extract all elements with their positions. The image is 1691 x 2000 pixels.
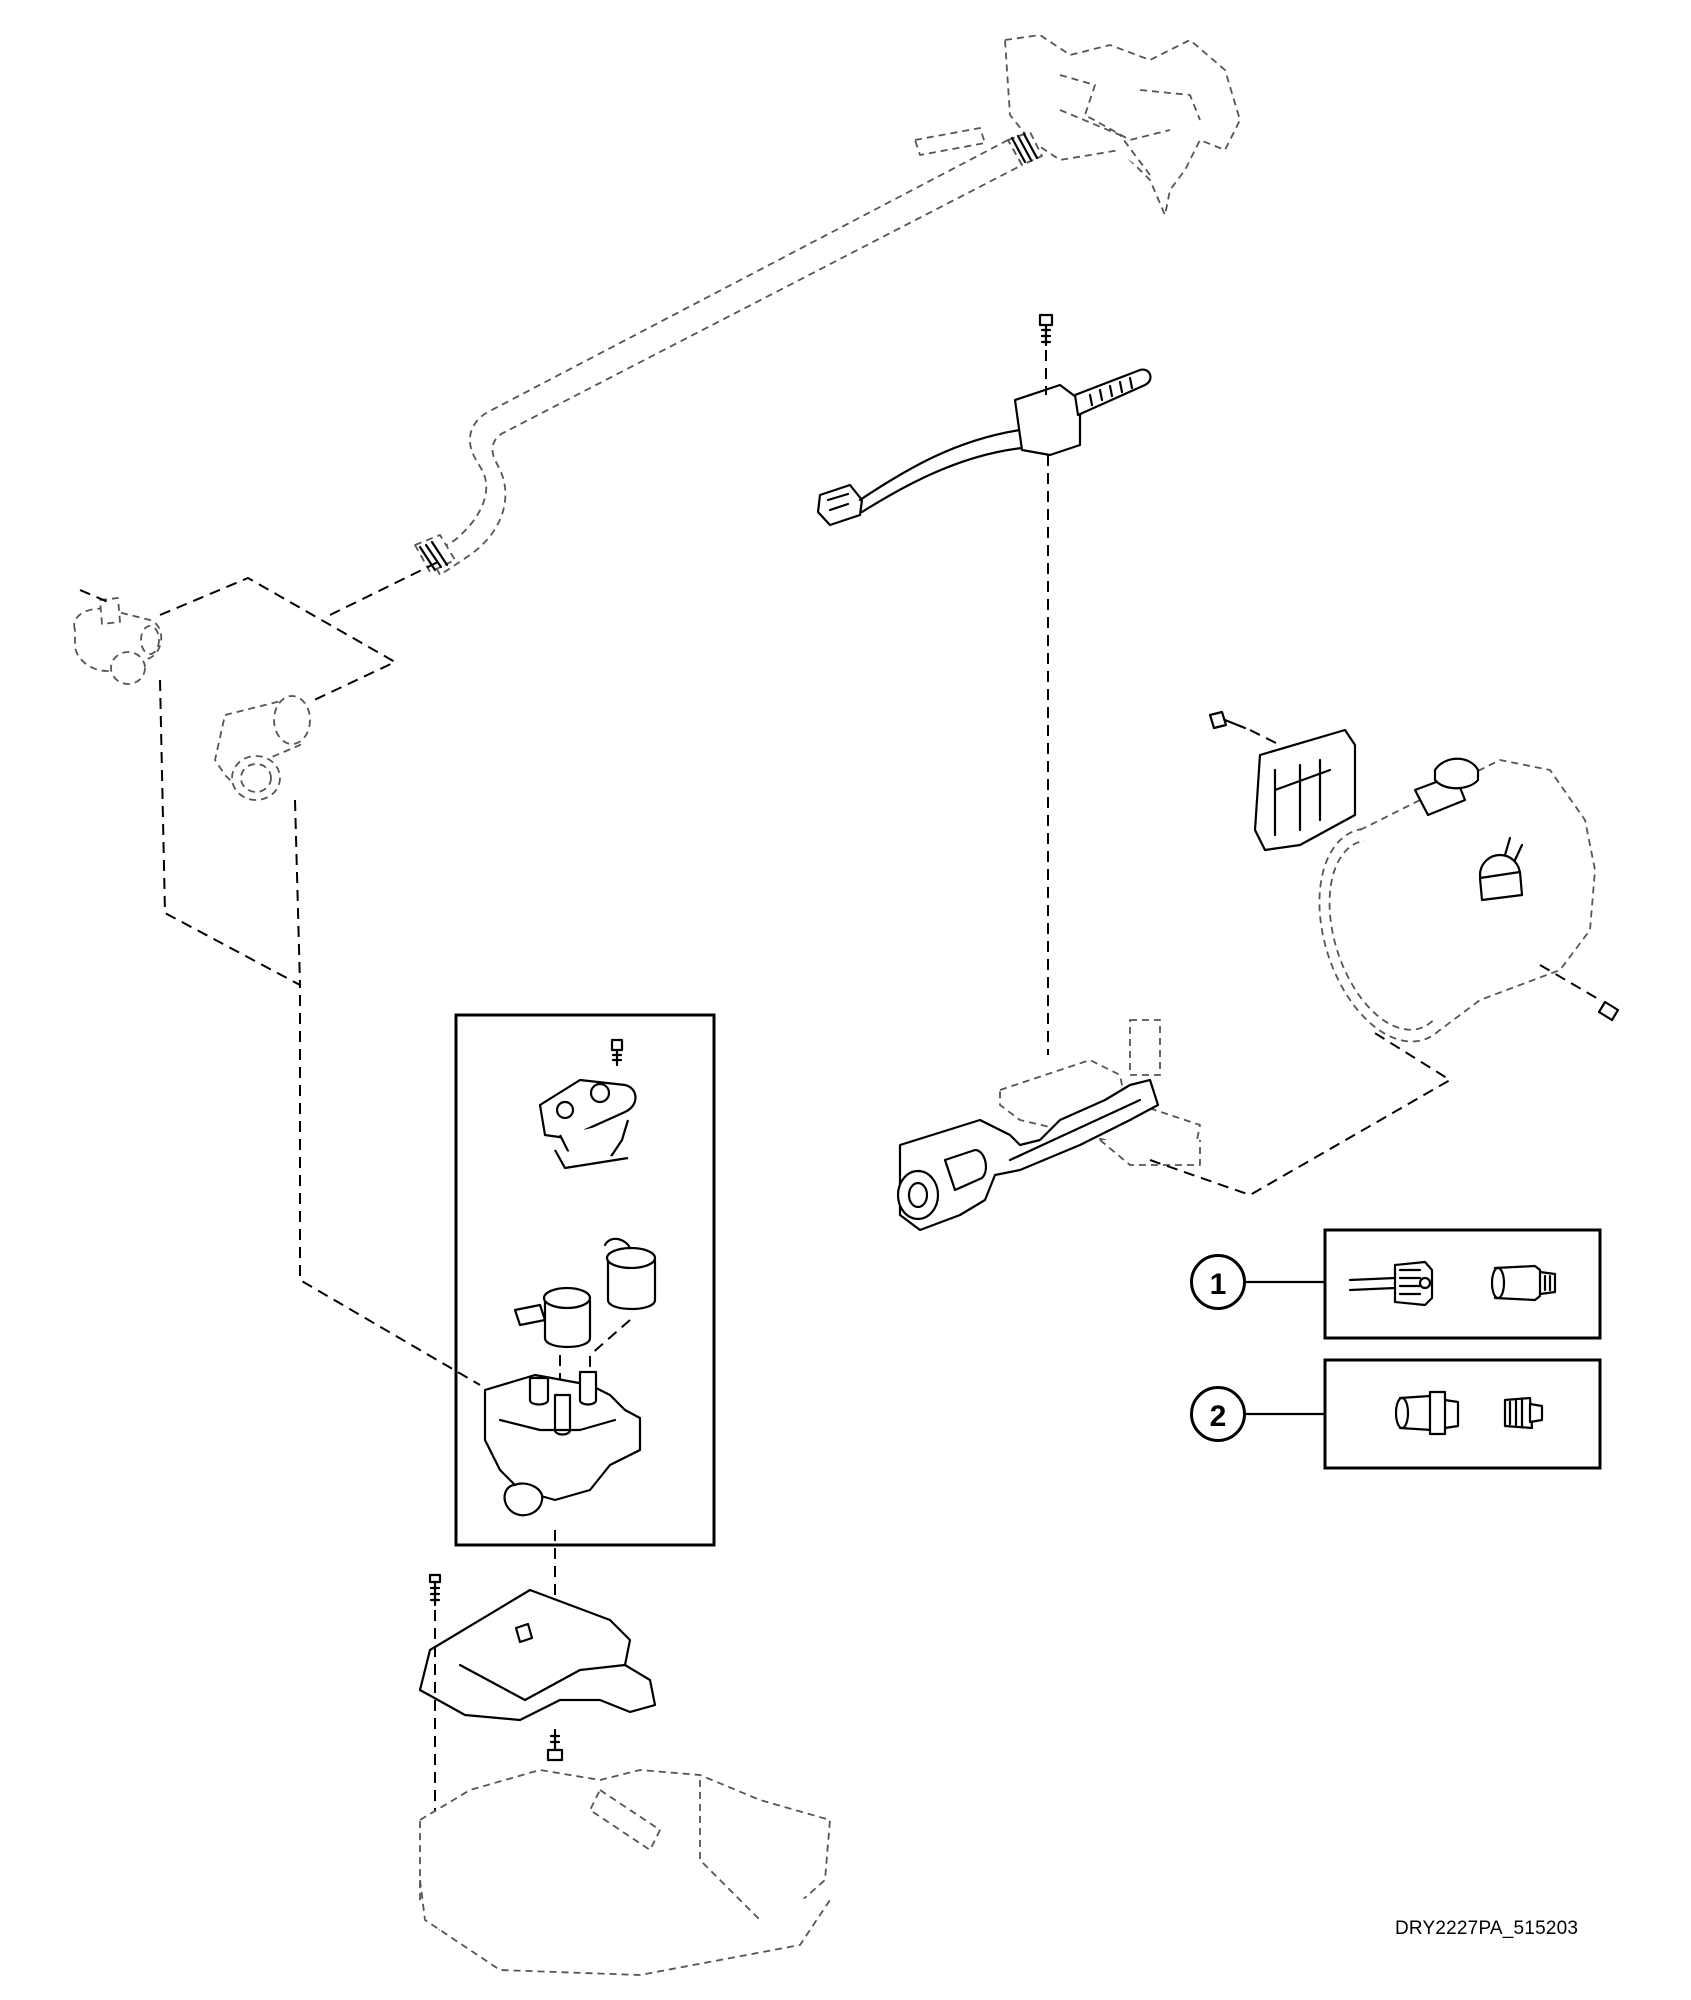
kit-1-pipe-nipple bbox=[1348, 1260, 1434, 1307]
left-leader-lines bbox=[159, 561, 481, 1386]
kit-box-2 bbox=[1323, 1358, 1602, 1470]
drawing-id-label: DRY2227PA_515203 bbox=[1395, 1918, 1579, 1939]
kit-2-orifice-spud bbox=[1503, 1396, 1544, 1430]
callout-2-number: 2 bbox=[1209, 1400, 1227, 1433]
kit-2-orifice-fitting bbox=[1394, 1390, 1460, 1436]
pipe-threads-lower bbox=[414, 534, 456, 573]
coil-cover-bracket bbox=[538, 1038, 637, 1170]
base-pan-phantom bbox=[419, 1769, 831, 1976]
flame-sensor-bracket bbox=[1253, 728, 1357, 852]
callout-1-badge: 1 bbox=[1190, 1254, 1246, 1310]
solenoid-coil-left bbox=[513, 1286, 592, 1348]
valve-mounting-bracket bbox=[418, 1588, 657, 1722]
bracket-screw-bottom bbox=[546, 1728, 564, 1762]
cabinet-bracket-phantom bbox=[1004, 34, 1241, 216]
callout-1-number: 1 bbox=[1209, 1268, 1227, 1301]
elbow-fitting bbox=[214, 695, 311, 801]
gas-supply-pipe-phantom bbox=[414, 127, 1043, 576]
kit-1-orifice-fitting bbox=[1490, 1264, 1557, 1302]
pipe-threads-upper bbox=[1007, 131, 1043, 166]
solenoid-coil-right bbox=[603, 1237, 657, 1310]
manual-shutoff-valve bbox=[73, 589, 163, 685]
bracket-screw-left bbox=[428, 1573, 442, 1607]
housing-screw-bottom bbox=[1539, 964, 1620, 1022]
kit-box-1 bbox=[1323, 1228, 1602, 1340]
gas-valve-service-box bbox=[454, 1013, 716, 1547]
burner-housing-phantom bbox=[1318, 759, 1596, 1043]
igniter-leader bbox=[1045, 350, 1049, 1055]
gas-valve-body bbox=[483, 1370, 642, 1517]
flame-sensor bbox=[1413, 757, 1480, 817]
igniter-harness bbox=[816, 368, 1152, 527]
thermal-fuse bbox=[1478, 836, 1524, 902]
igniter-screw bbox=[1038, 313, 1054, 347]
callout-2-badge: 2 bbox=[1190, 1386, 1246, 1442]
burner-to-housing-leader bbox=[1149, 1029, 1452, 1197]
burner-tube-assembly bbox=[896, 1019, 1201, 1232]
housing-screw-top bbox=[1208, 710, 1281, 746]
